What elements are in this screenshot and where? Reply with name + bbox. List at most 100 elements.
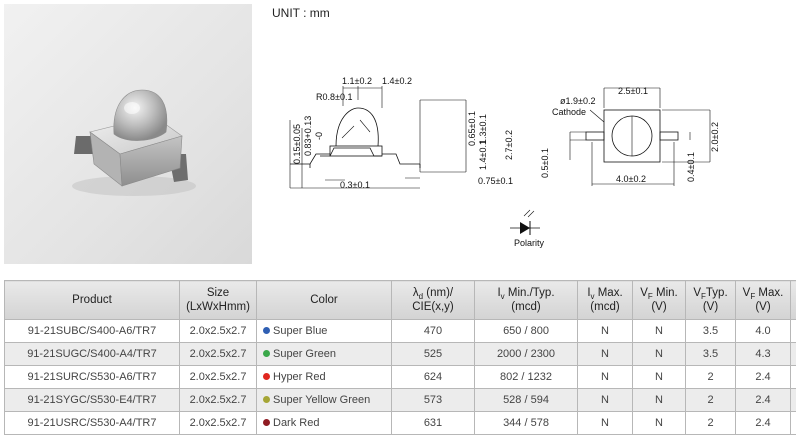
polarity-label: Polarity (514, 238, 545, 248)
dim-right-1: 0.65±0.1 (467, 111, 477, 146)
cell-product: 91-21USRC/S530-A4/TR7 (4, 411, 180, 435)
dim-top-view-bottom: 4.0±0.2 (616, 174, 646, 184)
column-header: λd (nm)/CIE(x,y) (391, 280, 475, 320)
column-header-title: Iv Min./Typ. (475, 286, 577, 301)
column-header: Iv Max.(mcd) (577, 280, 633, 320)
cell-color: Super Blue (256, 319, 392, 343)
cell-if: 20 (790, 365, 796, 389)
cell-product: 91-21SUGC/S400-A4/TR7 (4, 342, 180, 366)
cell-iv-max: N (577, 319, 633, 343)
cell-color: Super Yellow Green (256, 388, 392, 412)
cell-size: 2.0x2.5x2.7 (179, 342, 257, 366)
column-header-unit: CIE(x,y) (412, 301, 454, 313)
header-main: Color (310, 293, 338, 306)
color-dot-icon (263, 396, 270, 403)
top-view-labels: 2.5±0.1 ø1.9±0.2 Cathode 0.5±0.1 4.0±0.2… (540, 86, 720, 184)
dim-bottom-1: 0.3±0.1 (340, 180, 370, 190)
header-subscript: F (647, 291, 653, 301)
column-header-title: Iv Max. (578, 286, 632, 301)
cell-iv-min-typ: 344 / 578 (474, 411, 578, 435)
cell-vf-min: N (632, 319, 686, 343)
cell-product: 91-21SYGC/S530-E4/TR7 (4, 388, 180, 412)
cell-vf-typ: 3.5 (685, 342, 736, 366)
header-main: Typ. (705, 286, 728, 299)
cell-wavelength: 525 (391, 342, 475, 366)
header-symbol: V (742, 286, 751, 299)
header-subscript: F (750, 291, 756, 301)
header-main: Max. (594, 286, 623, 299)
cell-vf-min: N (632, 411, 686, 435)
column-header: VF Min.(V) (632, 280, 686, 320)
product-photo (4, 4, 252, 264)
header-subscript: v (590, 291, 595, 301)
header-subscript: d (418, 291, 424, 301)
led-package-image (72, 89, 196, 196)
cell-iv-max: N (577, 388, 633, 412)
dim-top-2: 1.4±0.2 (382, 76, 412, 86)
cell-wavelength: 631 (391, 411, 475, 435)
cell-iv-min-typ: 528 / 594 (474, 388, 578, 412)
color-dot-icon (263, 327, 270, 334)
column-header-unit: (V) (651, 301, 667, 313)
dim-bottom-2: 0.75±0.1 (478, 176, 513, 186)
column-header-title: IF(mA) (791, 293, 796, 307)
cell-wavelength: 573 (391, 388, 475, 412)
cell-vf-typ: 2 (685, 388, 736, 412)
cell-color: Dark Red (256, 411, 392, 435)
cell-if: 20 (790, 388, 796, 412)
cell-product: 91-21SUBC/S400-A6/TR7 (4, 319, 180, 343)
column-header: Color (256, 280, 392, 320)
column-header-unit: (LxWxHmm) (186, 301, 250, 313)
header-symbol: I (795, 294, 796, 306)
column-header: VF Max.(V) (735, 280, 791, 320)
color-name: Dark Red (273, 417, 320, 429)
dim-diameter: ø1.9±0.2 (560, 96, 595, 106)
header-main: Max. (755, 286, 784, 299)
dim-left-1: 0.15±0.05 (292, 124, 302, 164)
column-header: Size (LxWxHmm) (179, 280, 257, 320)
dim-right-2: 1.3±0.1 (478, 114, 488, 144)
cell-vf-min: N (632, 388, 686, 412)
color-dot-icon (263, 373, 270, 380)
header-main: Min. (652, 286, 678, 299)
color-name: Super Green (273, 348, 336, 360)
cell-wavelength: 624 (391, 365, 475, 389)
column-header-title: VF Min. (633, 286, 685, 301)
cell-color: Super Green (256, 342, 392, 366)
side-view-labels: 1.1±0.2 1.4±0.2 R0.8±0.1 0.15±0.05 0.83+… (292, 76, 514, 190)
cell-vf-max: 4.0 (735, 319, 791, 343)
dim-left-2: 0.83+0.13 (303, 116, 313, 156)
cell-if: 20 (790, 319, 796, 343)
header-symbol: λ (412, 286, 419, 299)
cell-vf-typ: 3.5 (685, 319, 736, 343)
header-subscript: v (500, 291, 505, 301)
header-symbol: V (640, 286, 648, 299)
column-header-unit: (V) (702, 301, 719, 313)
column-header-unit: (mcd) (590, 301, 620, 313)
column-header-title: λd (nm)/ (392, 286, 474, 301)
header-main: (nm)/ (423, 286, 454, 299)
column-header-title: Product (5, 293, 179, 307)
cell-wavelength: 470 (391, 319, 475, 343)
dim-top-1: 1.1±0.2 (342, 76, 372, 86)
dim-top-view-top: 2.5±0.1 (618, 86, 648, 96)
header-symbol: I (587, 286, 591, 299)
column-header-unit: (mcd) (511, 301, 541, 313)
color-dot-icon (263, 419, 270, 426)
cell-vf-max: 4.3 (735, 342, 791, 366)
cell-size: 2.0x2.5x2.7 (179, 319, 257, 343)
header-main: Size (206, 286, 230, 299)
cell-iv-max: N (577, 365, 633, 389)
column-header-title: Color (257, 293, 391, 307)
cell-if: 20 (790, 411, 796, 435)
cell-vf-max: 2.4 (735, 411, 791, 435)
cell-size: 2.0x2.5x2.7 (179, 388, 257, 412)
column-header: IF(mA) (790, 280, 796, 320)
